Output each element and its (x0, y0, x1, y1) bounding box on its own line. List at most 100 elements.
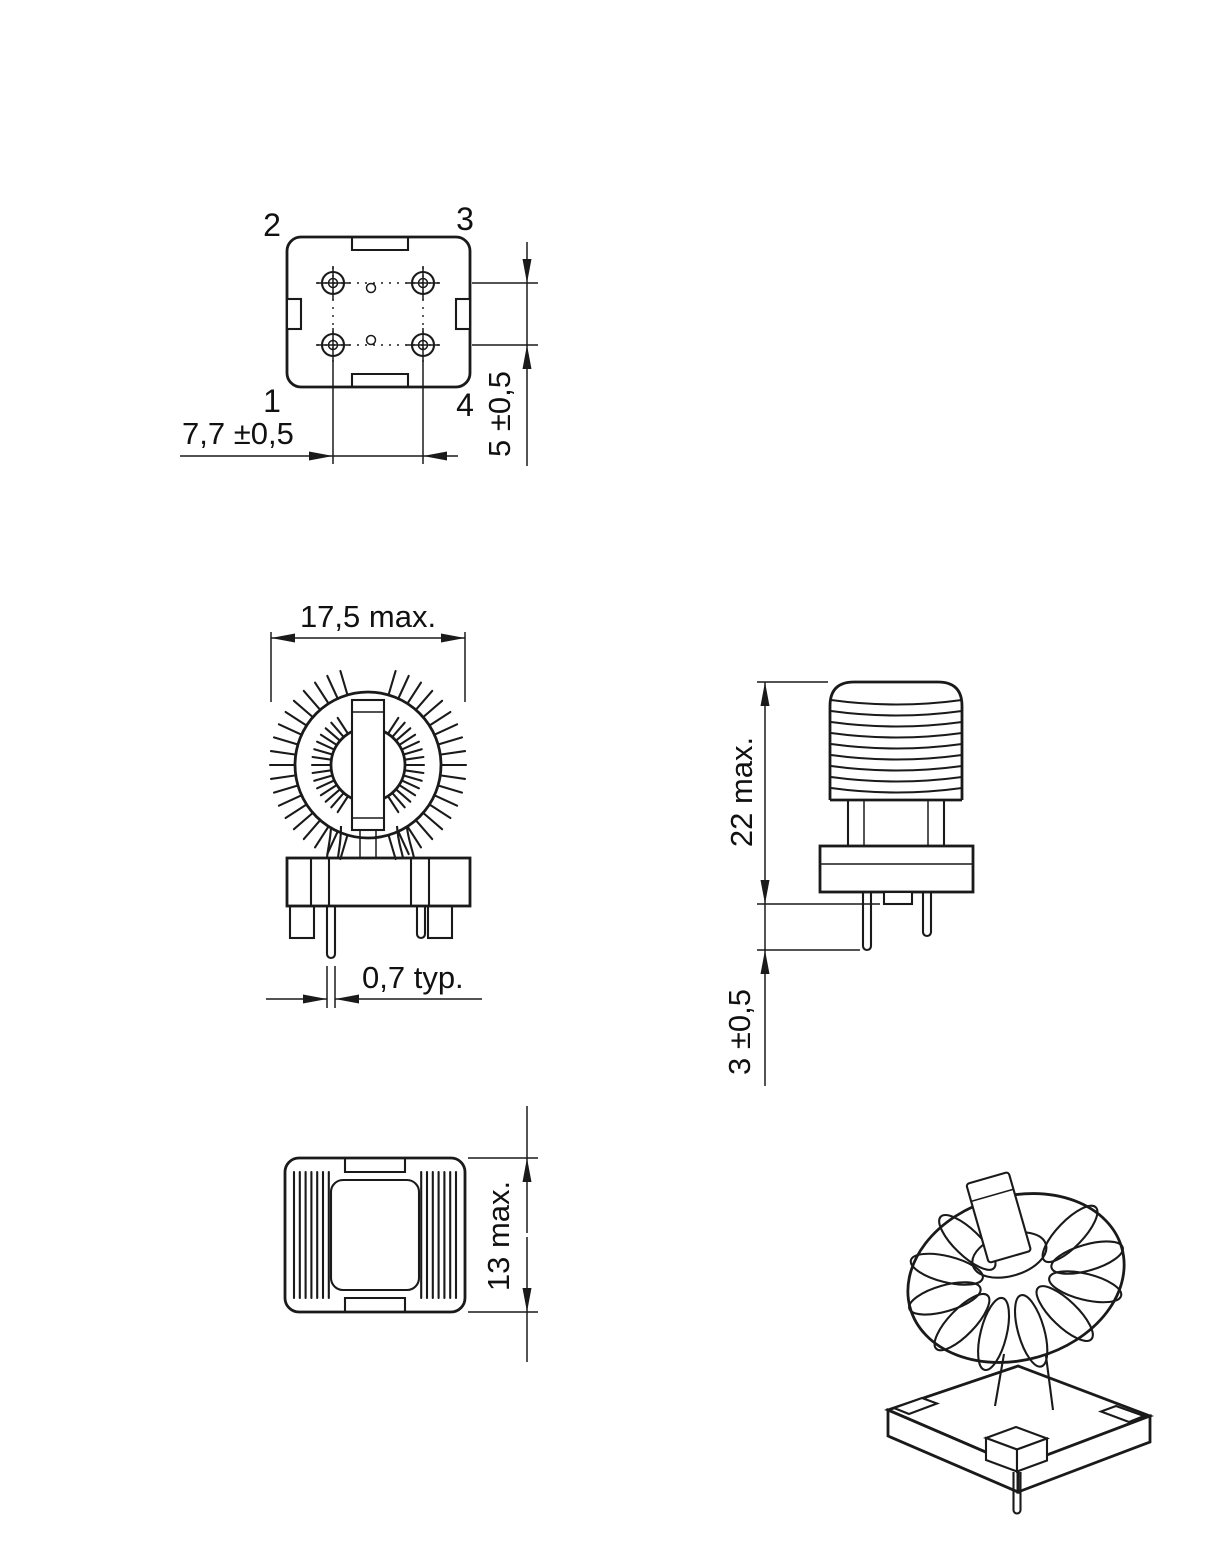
winding-turn (284, 803, 307, 820)
iso-retaining-clip (965, 1171, 1032, 1264)
wire-lead (405, 827, 416, 859)
view-side: 22 max. 3 ±0,5 (722, 680, 975, 1086)
winding-turn (316, 779, 335, 790)
coil-hoop (908, 1281, 982, 1316)
pin-pad (320, 332, 346, 358)
wire-lead (395, 825, 405, 859)
winding-turn (330, 792, 345, 809)
winding-turn (434, 723, 459, 736)
coil-hoop (977, 1296, 1011, 1372)
winding-turn (324, 788, 341, 803)
winding-turn (406, 826, 423, 849)
winding-turn (277, 723, 302, 736)
winding-turn (398, 784, 417, 797)
winding-turn (336, 795, 349, 814)
winding-turn (284, 710, 307, 727)
view-front: 17,5 max. 0,7 typ. (266, 599, 482, 1008)
winding-turn (313, 748, 333, 756)
pin-hole (327, 277, 339, 289)
winding-turn (397, 831, 410, 856)
iso-toroid (906, 1171, 1126, 1372)
pin-rear (921, 892, 933, 938)
winding-turn (440, 774, 467, 780)
winding-turn (387, 834, 397, 861)
winding-turn (311, 755, 332, 761)
bottom-right-notch (454, 297, 472, 331)
winding-turn (404, 769, 425, 775)
dimension-height: 22 max. (724, 681, 880, 905)
bottom-left-notch (285, 297, 303, 331)
iso-center-block-right (1015, 1436, 1049, 1474)
coil-hoop (933, 1292, 991, 1352)
dimension-pin-diameter: 0,7 typ. (266, 960, 482, 1008)
dim-pitch-h-label: 7,7 ±0,5 (182, 416, 294, 451)
winding-turn (302, 689, 321, 711)
winding-turn (429, 803, 452, 820)
pin-hole (417, 277, 429, 289)
winding-turn (401, 740, 420, 751)
winding-turn (395, 727, 412, 742)
pin-left (325, 906, 337, 960)
coil-turn (830, 764, 963, 772)
top-tab-upper (343, 1159, 407, 1174)
winding-turn (415, 819, 434, 841)
winding-turn (434, 794, 459, 807)
pin-label-2: 2 (263, 207, 281, 243)
coil-hoop (1050, 1240, 1124, 1275)
winding-turn (339, 669, 349, 696)
dim-depth-label: 13 max. (481, 1181, 516, 1291)
winding-turn (387, 669, 397, 696)
winding-turn (403, 748, 423, 756)
coil-hoop (1041, 1204, 1099, 1264)
top-body-outline (283, 1156, 467, 1314)
pin-pad (410, 270, 436, 296)
bobbin-base (285, 856, 472, 908)
winding-turn (401, 779, 420, 790)
view-top: 13 max. (283, 1106, 538, 1362)
dimension-width: 17,5 max. (270, 599, 466, 702)
winding-turn (313, 681, 330, 704)
bottom-body-outline (285, 235, 472, 389)
wire-lead (336, 825, 343, 859)
center-hole-top (365, 282, 377, 294)
winding-turn (339, 834, 349, 861)
dim-pitch-v-label: 5 ±0,5 (482, 371, 517, 457)
winding-turn (440, 750, 467, 756)
top-tab-lower (343, 1296, 407, 1311)
coil-turn (830, 698, 963, 706)
wire-lead (325, 827, 333, 859)
winding-turn (422, 699, 444, 718)
winding-turn (422, 812, 444, 831)
winding-turn (398, 733, 417, 746)
iso-corner-tab (1097, 1404, 1147, 1424)
winding-turn (277, 794, 302, 807)
iso-base-right-face (1016, 1413, 1152, 1495)
coil-turn (830, 775, 963, 783)
coil-turn (830, 742, 963, 750)
retaining-clip (350, 698, 386, 832)
winding-turn (336, 716, 349, 735)
bottom-bottom-tab (350, 372, 410, 386)
winding-turn (429, 710, 452, 727)
winding-turn (319, 733, 338, 746)
bottom-top-tab (350, 238, 410, 252)
toroid-outer-edge (293, 690, 443, 840)
winding-turn (415, 689, 434, 711)
winding-turn (437, 736, 464, 746)
coil-hoop (1048, 1270, 1123, 1304)
iso-corner-tab (891, 1396, 941, 1416)
dimension-pitch-horizontal: 7,7 ±0,5 (180, 360, 458, 464)
pin-tower-left (288, 904, 316, 940)
winding-turn (269, 750, 296, 756)
base-center-tab (882, 890, 914, 906)
winding-turn (330, 721, 345, 738)
toroid-windings-group (268, 669, 468, 861)
coil-turn (830, 709, 963, 717)
pin-pads-group (316, 266, 440, 362)
pin-tower-right (426, 904, 454, 940)
coil-hoop (1035, 1285, 1094, 1342)
winding-turn (316, 740, 335, 751)
dimension-pin-length: 3 ±0,5 (722, 904, 860, 1086)
coil-turn (830, 753, 963, 761)
